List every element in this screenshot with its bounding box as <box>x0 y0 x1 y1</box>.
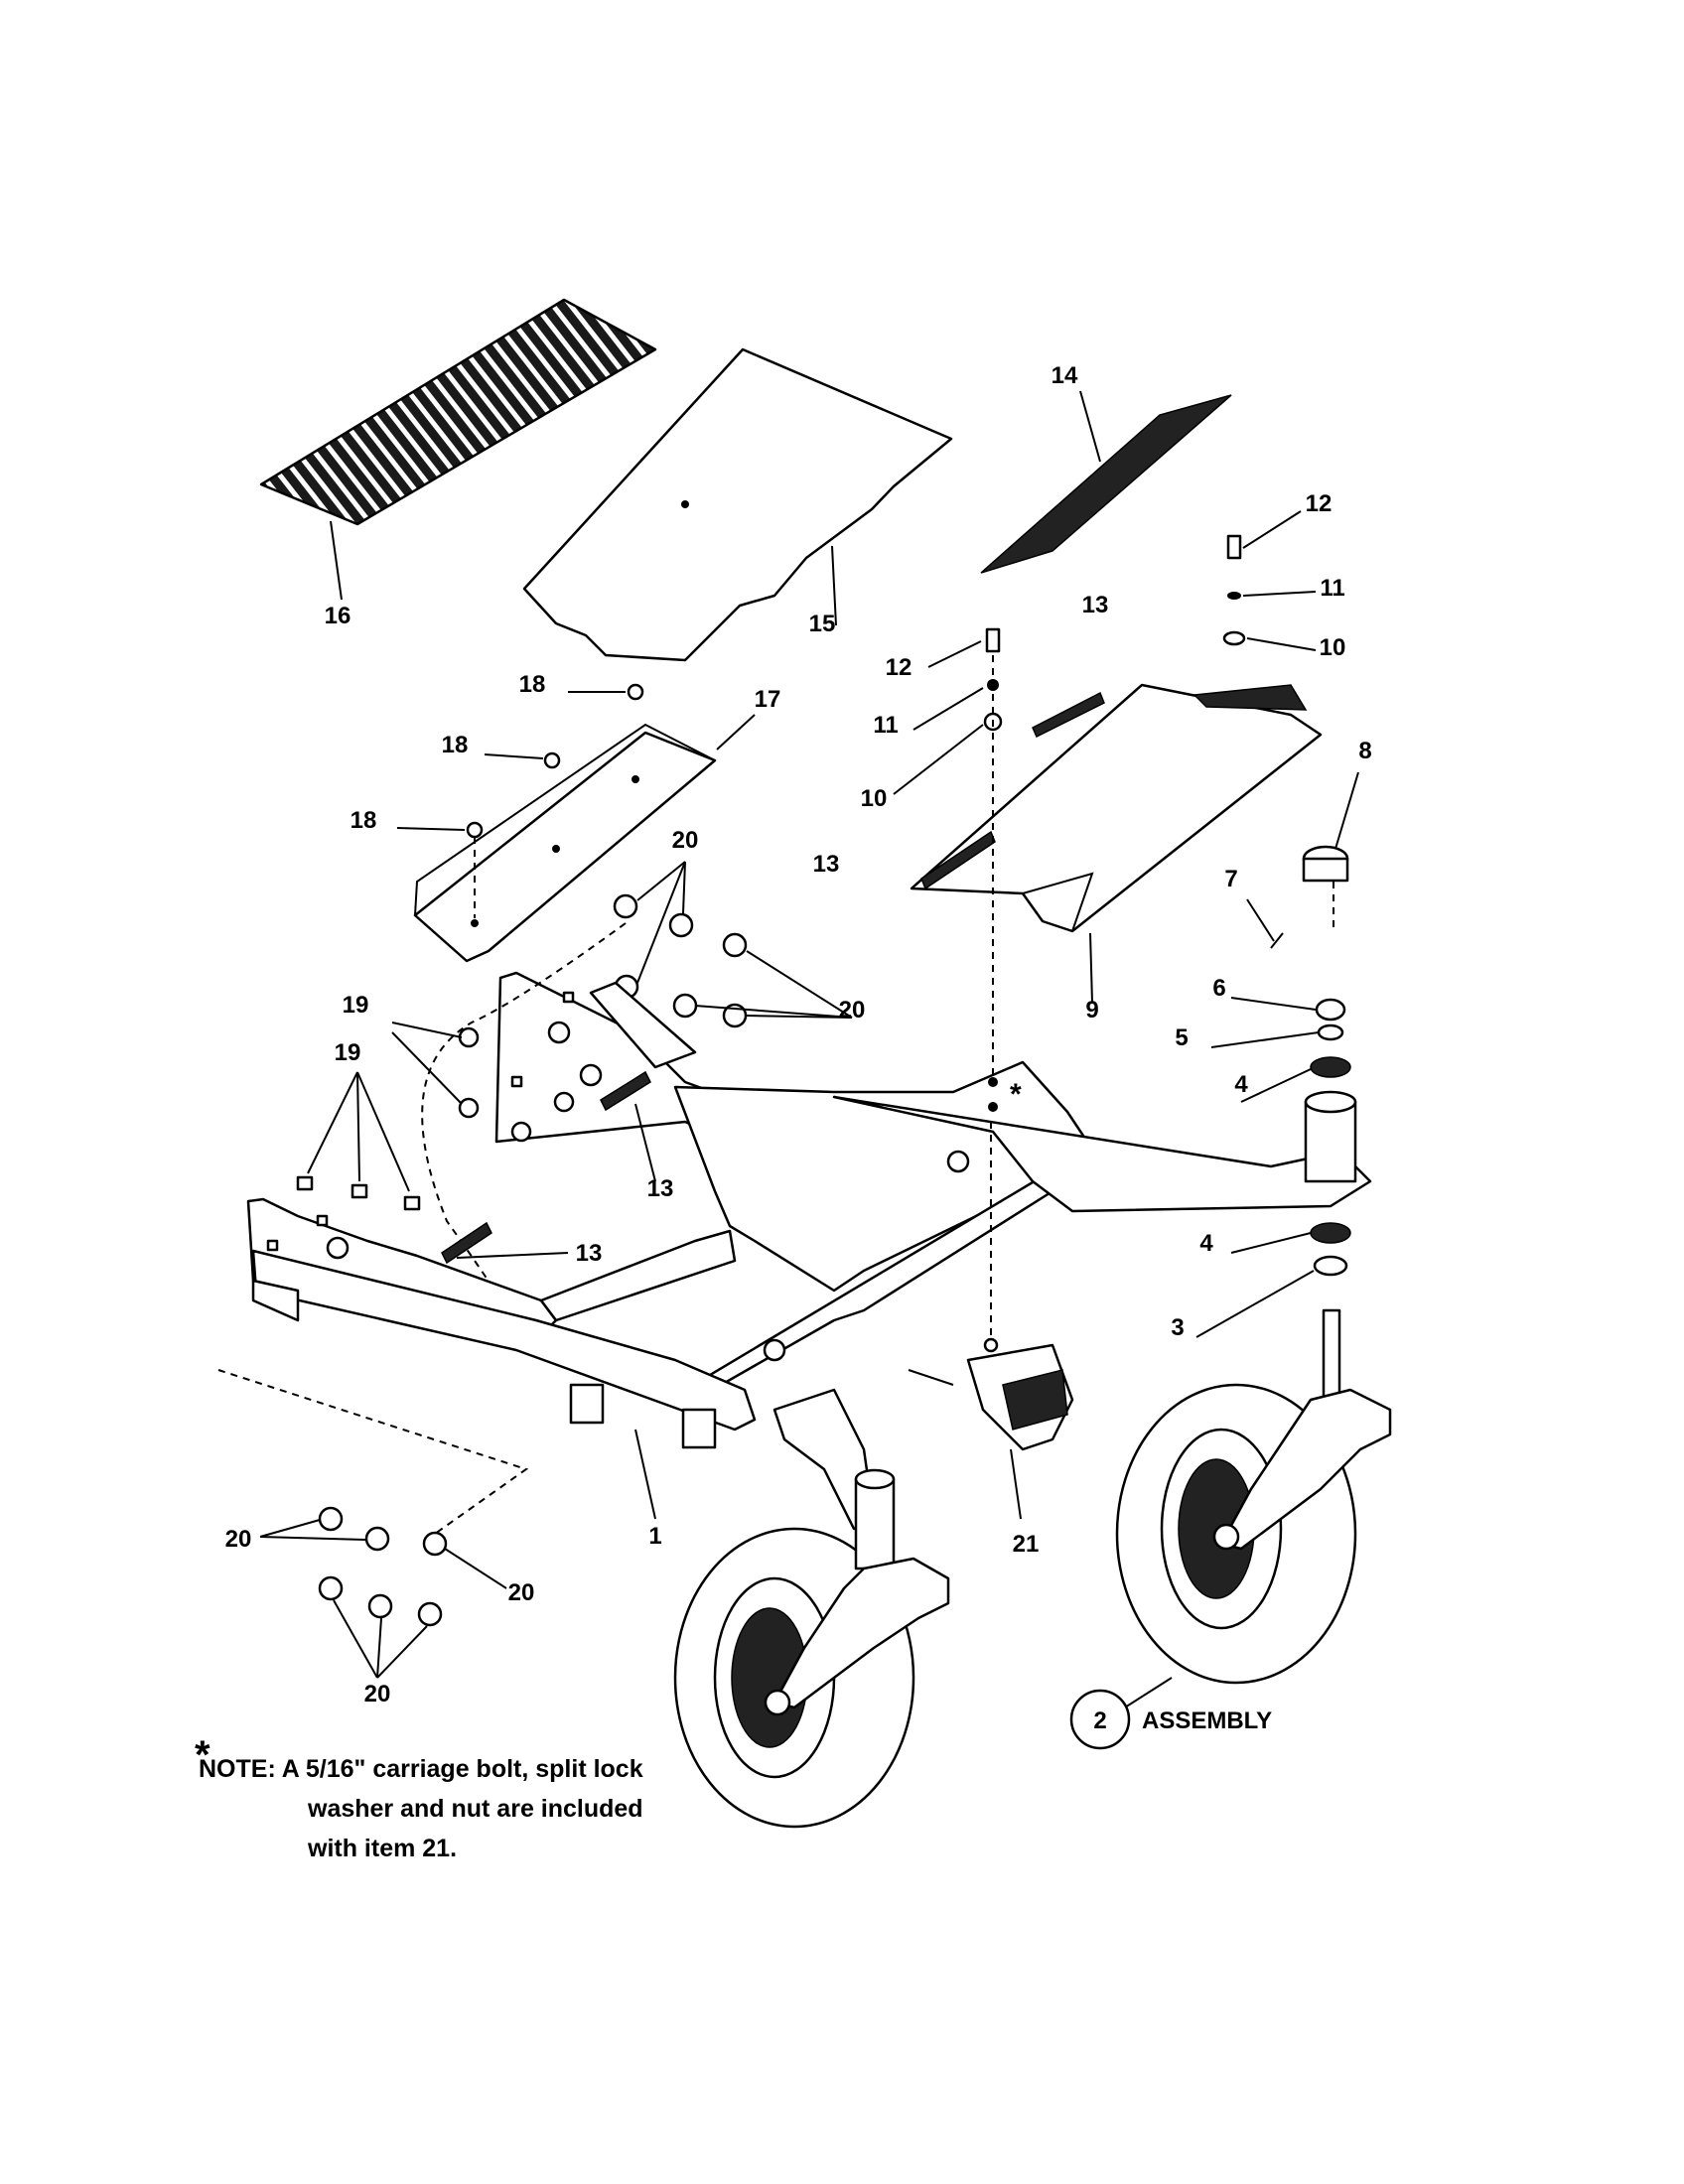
main-frame <box>246 981 1372 1531</box>
callout-9: 9 <box>1085 997 1098 1024</box>
step-pad <box>980 390 1232 574</box>
callout-13a: 13 <box>1082 592 1109 618</box>
footnote-line-1: NOTE: A 5/16" carriage bolt, split lock <box>199 1755 643 1783</box>
callout-18b: 18 <box>442 732 469 758</box>
callout-16: 16 <box>325 603 351 629</box>
callout-10a: 10 <box>861 785 888 812</box>
callout-10b: 10 <box>1320 634 1346 661</box>
screws-18 <box>396 683 644 839</box>
assembly-circle <box>1069 1689 1131 1750</box>
callout-3: 3 <box>1171 1314 1184 1341</box>
callout-labels: 16 15 14 12 11 10 13 12 11 10 13 8 7 6 5… <box>225 362 1372 1734</box>
foot-step <box>910 683 1323 1004</box>
floor-pan <box>522 347 953 662</box>
callout-20e: 20 <box>364 1681 391 1707</box>
callout-13d: 13 <box>576 1240 603 1267</box>
hardware-stack-right <box>1222 510 1317 651</box>
callout-20b: 20 <box>839 997 866 1024</box>
callout-5: 5 <box>1175 1024 1188 1051</box>
callout-13c: 13 <box>647 1175 674 1202</box>
callout-18c: 18 <box>351 807 377 834</box>
callout-20c: 20 <box>225 1526 252 1553</box>
callout-7: 7 <box>1224 866 1237 892</box>
floor-mat <box>259 298 657 601</box>
callout-19a: 19 <box>343 992 369 1019</box>
callout-20d: 20 <box>508 1579 535 1606</box>
callout-15: 15 <box>809 611 836 637</box>
callout-4b: 4 <box>1199 1230 1213 1257</box>
cover-plate <box>413 714 756 963</box>
assembly-label: ASSEMBLY <box>1142 1707 1272 1734</box>
callout-12b: 12 <box>1306 490 1333 517</box>
bumper-21 <box>908 1077 1074 1520</box>
callout-18a: 18 <box>519 671 546 698</box>
callout-14: 14 <box>1052 362 1078 389</box>
callout-11a: 11 <box>873 712 898 739</box>
bolts-19-lower <box>296 1071 421 1211</box>
callout-6: 6 <box>1212 975 1225 1002</box>
callout-21: 21 <box>1013 1531 1040 1558</box>
callout-11b: 11 <box>1320 575 1344 602</box>
footnote-line-3: with item 21. <box>308 1835 458 1862</box>
callout-17: 17 <box>755 686 781 713</box>
right-caster-wheel <box>1115 1383 1392 1713</box>
footnote-asterisk: * <box>195 1733 210 1777</box>
callout-4a: 4 <box>1234 1071 1248 1098</box>
caster-components <box>1195 771 1359 1402</box>
footnote-line-2: washer and nut are included <box>308 1795 643 1823</box>
callout-13b: 13 <box>813 851 840 878</box>
callout-19b: 19 <box>335 1039 361 1066</box>
callout-1: 1 <box>648 1523 661 1550</box>
nuts-20-lower <box>217 1369 529 1679</box>
hardware-stack-left <box>893 627 1003 1102</box>
left-caster-wheel <box>673 1468 950 1829</box>
footnote: * NOTE: A 5/16" carriage bolt, split loc… <box>195 1735 643 1868</box>
callout-20a: 20 <box>672 827 699 854</box>
callout-star: * <box>1010 1078 1022 1111</box>
callout-8: 8 <box>1358 738 1371 764</box>
callout-12a: 12 <box>886 654 912 681</box>
assembly-number: 2 <box>1093 1707 1106 1734</box>
